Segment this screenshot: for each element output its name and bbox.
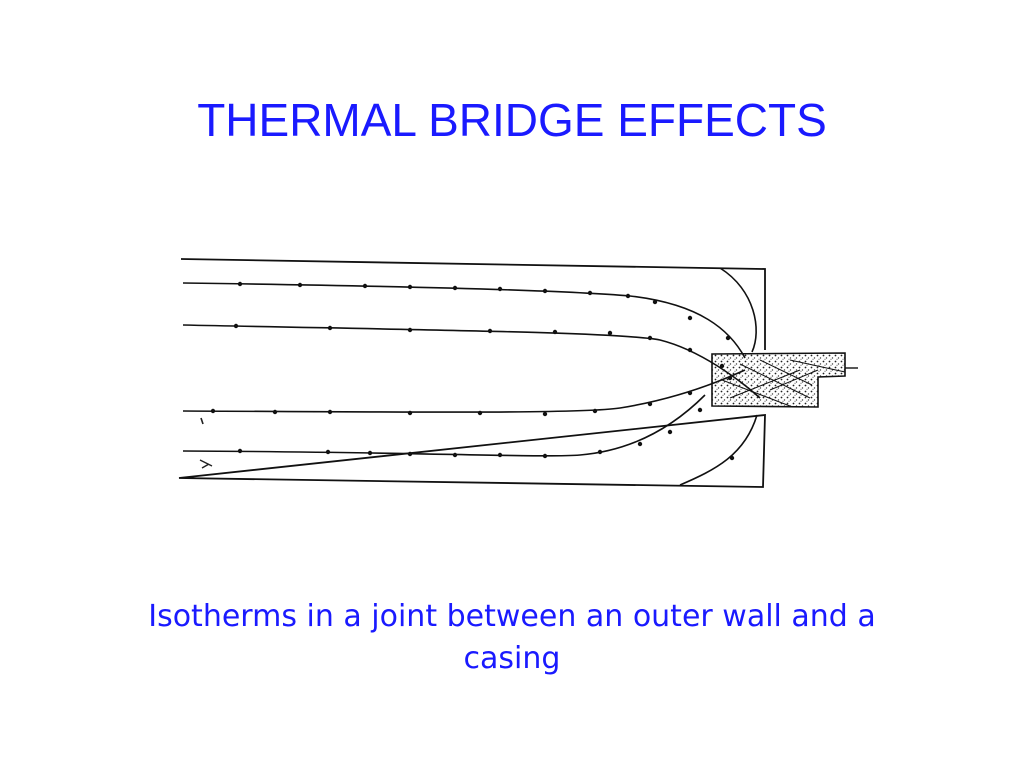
isotherm-line bbox=[679, 414, 758, 486]
isotherm-point bbox=[487, 328, 493, 334]
isotherm-point bbox=[727, 375, 733, 381]
isotherm-point bbox=[210, 408, 216, 414]
isotherm-point bbox=[272, 409, 278, 415]
isotherm-point bbox=[597, 449, 603, 455]
isotherm-point bbox=[497, 286, 503, 292]
isotherm-point bbox=[687, 390, 693, 396]
isotherm-point bbox=[237, 281, 243, 287]
isotherm-point bbox=[477, 410, 483, 416]
isotherm-line bbox=[182, 394, 706, 457]
scan-mark bbox=[199, 459, 213, 469]
figure-caption: Isotherms in a joint between an outer wa… bbox=[148, 599, 876, 676]
casing-hatch bbox=[721, 359, 846, 407]
isotherm-point bbox=[327, 409, 333, 415]
isotherm-point bbox=[497, 452, 503, 458]
isotherm-point bbox=[592, 408, 598, 414]
slide-title: THERMAL BRIDGE EFFECTS bbox=[197, 94, 827, 146]
isotherm-point bbox=[407, 410, 413, 416]
isotherm-point bbox=[697, 407, 703, 413]
isotherm-point bbox=[297, 282, 303, 288]
scan-mark bbox=[200, 417, 204, 425]
isotherm-point bbox=[367, 450, 373, 456]
isotherm-point bbox=[325, 449, 331, 455]
isotherm-line bbox=[182, 369, 746, 413]
isotherm-point bbox=[233, 323, 239, 329]
isotherm-diagram bbox=[150, 230, 880, 520]
isotherm-point bbox=[652, 299, 658, 305]
isotherm-point bbox=[647, 401, 653, 407]
wall-outline bbox=[178, 258, 766, 488]
isotherm-point bbox=[542, 288, 548, 294]
isotherm-point bbox=[237, 448, 243, 454]
isotherm-point bbox=[452, 285, 458, 291]
isotherm-point bbox=[725, 335, 731, 341]
isotherm-point bbox=[407, 327, 413, 333]
isotherm-line bbox=[719, 267, 757, 353]
isotherm-point bbox=[729, 455, 735, 461]
isotherm-point bbox=[687, 347, 693, 353]
isotherm-point bbox=[719, 363, 725, 369]
casing-block bbox=[711, 352, 846, 408]
isotherm-point bbox=[625, 293, 631, 299]
isotherm-point bbox=[407, 451, 413, 457]
isotherm-point bbox=[552, 329, 558, 335]
isotherm-point bbox=[687, 315, 693, 321]
isotherm-point bbox=[362, 283, 368, 289]
isotherm-point bbox=[542, 453, 548, 459]
isotherm-point bbox=[637, 441, 643, 447]
isotherm-point bbox=[327, 325, 333, 331]
isotherm-point bbox=[452, 452, 458, 458]
isotherm-line bbox=[182, 282, 746, 359]
isotherm-point bbox=[542, 411, 548, 417]
isotherm-point bbox=[587, 290, 593, 296]
isotherm-point bbox=[607, 330, 613, 336]
isotherm-line bbox=[182, 324, 761, 399]
isotherm-point bbox=[647, 335, 653, 341]
isotherm-point bbox=[407, 284, 413, 290]
isotherm-point bbox=[667, 429, 673, 435]
